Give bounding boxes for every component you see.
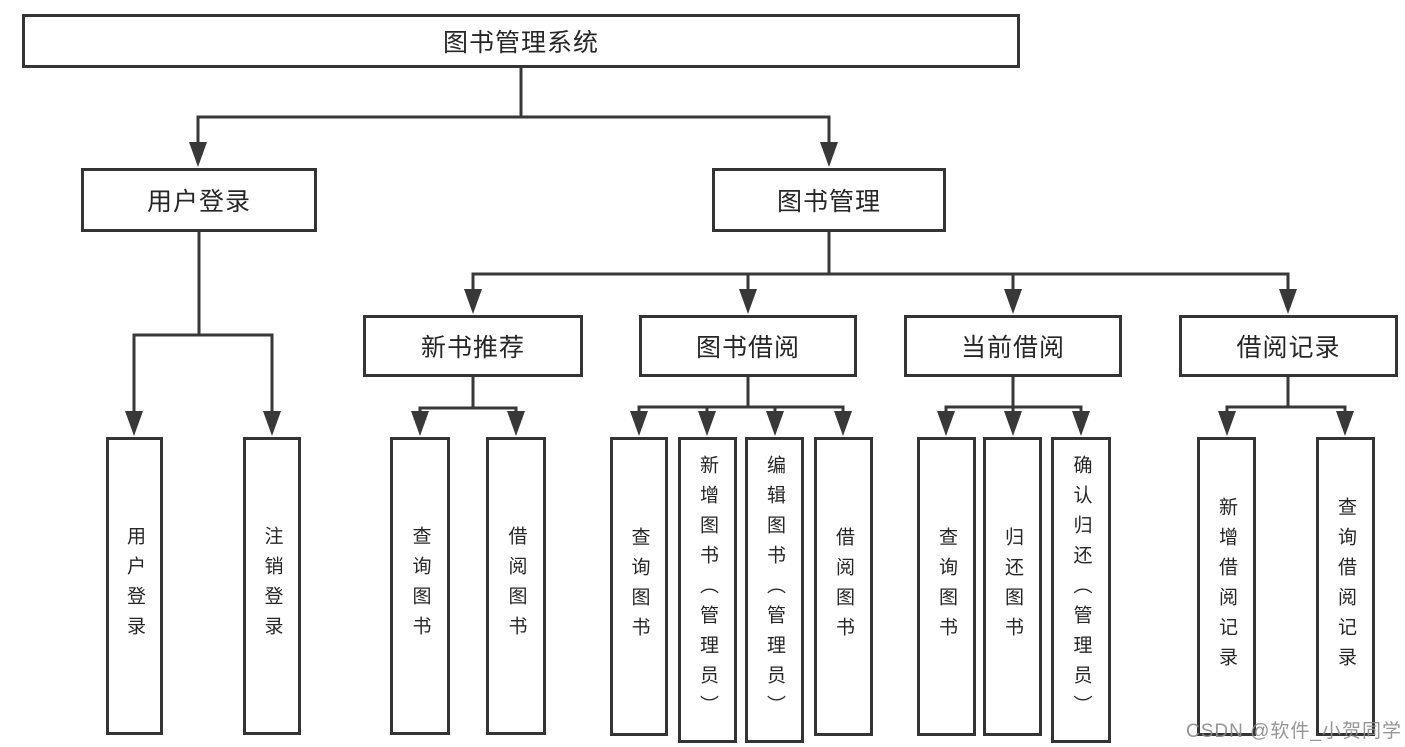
leaf-borrow-books-recommend: 借阅图书	[486, 437, 546, 735]
leaf-borrow-books-borrowing: 借阅图书	[814, 437, 873, 736]
leaf-return-books: 归还图书	[983, 437, 1042, 736]
leaf-query-books-borrowing: 查询图书	[610, 437, 668, 736]
node-borrowing-records: 借阅记录	[1179, 315, 1398, 377]
node-current-borrowing: 当前借阅	[904, 315, 1122, 377]
node-label: 编辑图书（管理员）	[764, 455, 785, 725]
node-label: 查询图书	[409, 526, 431, 646]
node-book-management: 图书管理	[712, 168, 946, 232]
node-label: 确认归还（管理员）	[1070, 455, 1092, 725]
leaf-edit-books-admin: 编辑图书（管理员）	[745, 437, 804, 743]
node-label: 图书借阅	[695, 334, 800, 362]
leaf-add-borrow-record: 新增借阅记录	[1197, 437, 1256, 736]
node-label: 查询借阅记录	[1335, 496, 1356, 677]
leaf-query-books-recommend: 查询图书	[390, 437, 450, 735]
node-label: 新书推荐	[420, 334, 525, 362]
node-label: 查询图书	[628, 526, 650, 647]
node-label: 用户登录	[124, 526, 145, 646]
node-label: 借阅图书	[505, 526, 527, 646]
node-label: 查询图书	[936, 526, 957, 647]
node-library-management-system: 图书管理系统	[22, 14, 1020, 68]
watermark: CSDN @软件_小贺同学	[1186, 721, 1402, 742]
node-label: 归还图书	[1002, 526, 1023, 647]
leaf-confirm-return-admin: 确认归还（管理员）	[1051, 437, 1111, 743]
leaf-query-borrow-record: 查询借阅记录	[1316, 437, 1375, 736]
node-label: 借阅图书	[833, 526, 854, 647]
node-label: 新增借阅记录	[1216, 496, 1237, 677]
node-label: 用户登录	[146, 188, 251, 216]
node-label: 新增图书（管理员）	[697, 455, 718, 725]
node-user-login: 用户登录	[81, 168, 317, 232]
node-label: 借阅记录	[1236, 334, 1341, 362]
leaf-logout: 注销登录	[243, 437, 301, 735]
arrowheads	[125, 142, 1354, 436]
leaf-query-books-current: 查询图书	[917, 437, 976, 736]
node-label: 图书管理系统	[442, 29, 599, 57]
node-label: 图书管理	[776, 188, 881, 216]
leaf-user-login: 用户登录	[106, 437, 163, 735]
node-new-book-recommendation: 新书推荐	[363, 315, 583, 377]
node-label: 当前借阅	[960, 334, 1065, 362]
node-book-borrowing: 图书借阅	[639, 315, 857, 377]
leaf-add-books-admin: 新增图书（管理员）	[678, 437, 737, 743]
node-label: 注销登录	[261, 526, 283, 646]
